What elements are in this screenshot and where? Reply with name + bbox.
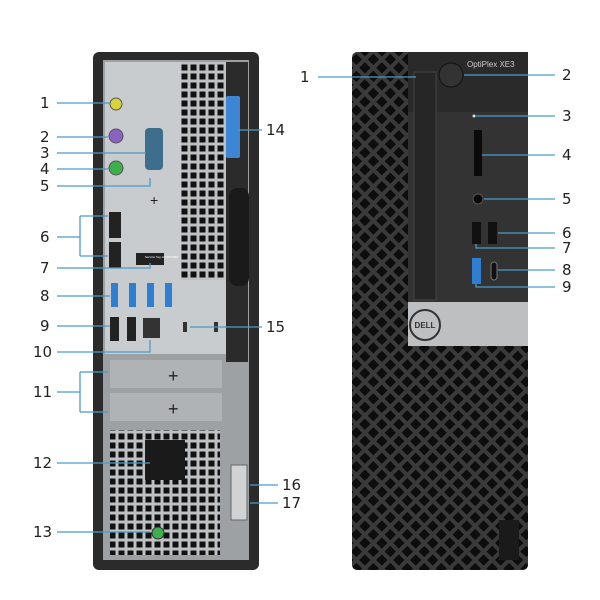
ps2-keyboard-port xyxy=(108,128,124,144)
svg-text:17: 17 xyxy=(282,494,301,512)
svg-text:2: 2 xyxy=(562,66,572,84)
security-cable-slot xyxy=(230,464,248,521)
svg-text:1: 1 xyxy=(300,68,310,86)
svg-text:Service Tag 1234567890: Service Tag 1234567890 xyxy=(145,255,178,259)
svg-text:OptiPlex XE3: OptiPlex XE3 xyxy=(467,60,515,69)
power-button[interactable] xyxy=(438,62,464,88)
optional-port-cover: + xyxy=(150,192,158,208)
service-tag-label: Service Tag 1234567890 xyxy=(136,253,178,265)
svg-text:4: 4 xyxy=(40,160,50,178)
bezel-foot xyxy=(499,520,519,560)
svg-text:11: 11 xyxy=(33,383,52,401)
svg-text:10: 10 xyxy=(33,343,52,361)
psu-diagnostic-light xyxy=(151,526,165,540)
svg-text:9: 9 xyxy=(40,317,50,335)
svg-text:5: 5 xyxy=(40,177,50,195)
usb2-port-front-2[interactable] xyxy=(488,222,497,244)
svg-text:13: 13 xyxy=(33,523,52,541)
vent-grille xyxy=(181,62,226,280)
drive-activity-light xyxy=(472,114,476,118)
usb3-ports xyxy=(111,283,172,307)
svg-text:8: 8 xyxy=(40,287,50,305)
release-latch[interactable] xyxy=(226,96,240,158)
svg-text:7: 7 xyxy=(40,259,50,277)
svg-text:7: 7 xyxy=(562,239,572,257)
front-view: OptiPlex XE3 DELL xyxy=(352,52,528,570)
back-callouts: 1 2 3 4 5 6 7 8 9 10 11 12 13 14 15 16 1… xyxy=(33,94,301,541)
svg-text:12: 12 xyxy=(33,454,52,472)
svg-text:+: + xyxy=(168,366,179,386)
line-out-port xyxy=(109,97,123,111)
ps2-mouse-port xyxy=(108,160,124,176)
ethernet-port xyxy=(143,318,160,338)
svg-text:2: 2 xyxy=(40,128,50,146)
expansion-slot-2 xyxy=(110,393,222,421)
svg-text:15: 15 xyxy=(266,318,285,336)
svg-text:8: 8 xyxy=(562,261,572,279)
svg-text:3: 3 xyxy=(40,144,50,162)
svg-text:4: 4 xyxy=(562,146,572,164)
svg-text:5: 5 xyxy=(562,190,572,208)
svg-text:DELL: DELL xyxy=(415,321,436,330)
usb2-ports xyxy=(110,317,136,341)
handle xyxy=(229,188,249,286)
sd-card-reader[interactable] xyxy=(474,130,482,176)
displayport-2 xyxy=(109,242,121,268)
serial-port xyxy=(145,128,163,170)
usb-c-port[interactable] xyxy=(490,261,498,281)
front-callouts: 1 2 3 4 5 6 7 8 9 xyxy=(300,66,572,296)
svg-text:16: 16 xyxy=(282,476,301,494)
optical-drive[interactable] xyxy=(413,71,437,301)
back-view: + Service Tag 1234567890 + + xyxy=(93,52,259,570)
svg-text:9: 9 xyxy=(562,278,572,296)
usb3-port-front[interactable] xyxy=(472,258,481,284)
usb2-port-front[interactable] xyxy=(472,222,481,244)
displayport-1 xyxy=(109,212,121,238)
svg-text:6: 6 xyxy=(562,224,572,242)
svg-text:14: 14 xyxy=(266,121,285,139)
svg-text:3: 3 xyxy=(562,107,572,125)
svg-text:+: + xyxy=(168,399,179,419)
power-connector xyxy=(145,440,185,480)
expansion-slot-1 xyxy=(110,360,222,388)
headset-jack[interactable] xyxy=(472,193,484,205)
svg-text:1: 1 xyxy=(40,94,50,112)
dell-logo xyxy=(409,309,441,341)
svg-text:6: 6 xyxy=(40,228,50,246)
